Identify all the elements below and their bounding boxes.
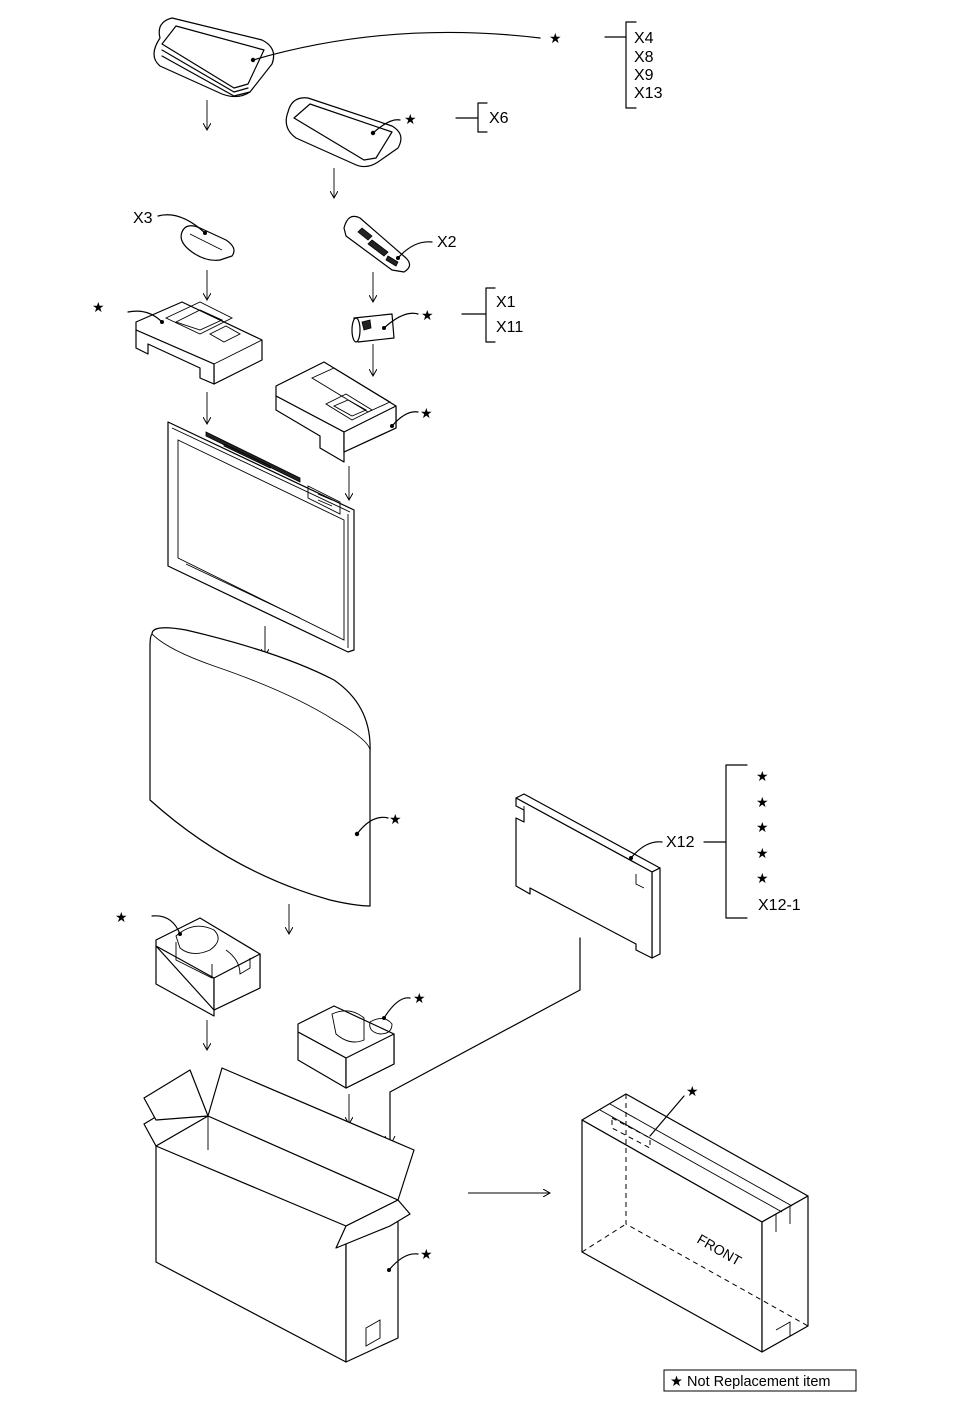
star-marker: ★ <box>420 1246 433 1262</box>
star-marker: ★ <box>404 111 417 127</box>
bottom-cushion-left <box>155 917 261 1017</box>
star-marker: ★ <box>756 870 769 886</box>
part-label: X3 <box>133 210 153 227</box>
pad-board-x12 <box>515 793 661 959</box>
part-label: X11 <box>496 319 523 336</box>
star-marker: ★ <box>756 794 769 810</box>
bottom-cushion-right <box>297 1005 395 1089</box>
protective-bag <box>149 627 371 907</box>
open-carton <box>143 1067 415 1363</box>
star-marker: ★ <box>756 819 769 835</box>
star-marker: ★ <box>549 30 562 46</box>
star-marker: ★ <box>92 299 105 315</box>
part-label: X13 <box>634 85 663 102</box>
part-label: X1 <box>496 294 516 311</box>
bagged-book <box>285 97 402 168</box>
star-marker: ★ <box>421 307 434 323</box>
manual-bag-stack <box>153 17 275 98</box>
top-cushion-left <box>135 301 263 385</box>
star-marker: ★ <box>115 909 128 925</box>
remote-control-x2 <box>343 215 411 273</box>
small-accessory-x3 <box>180 225 235 261</box>
legend-box: ★ Not Replacement item <box>663 1369 857 1392</box>
part-label: X9 <box>634 67 654 84</box>
star-marker: ★ <box>756 845 769 861</box>
small-parts-bag <box>351 313 395 343</box>
top-cushion-right <box>275 361 397 463</box>
part-label: X12-1 <box>758 897 801 914</box>
display-panel <box>167 421 355 653</box>
star-marker: ★ <box>756 768 769 784</box>
star-marker: ★ <box>413 990 426 1006</box>
part-label: X2 <box>437 234 457 251</box>
part-label: X8 <box>634 49 654 66</box>
star-marker: ★ <box>420 405 433 421</box>
part-label: X12 <box>666 834 695 851</box>
star-marker: ★ <box>686 1083 699 1099</box>
part-label: X4 <box>634 30 654 47</box>
star-marker: ★ <box>389 811 402 827</box>
part-label: X6 <box>489 110 509 127</box>
packed-carton: FRONT <box>581 1093 809 1353</box>
legend-text: ★ Not Replacement item <box>670 1374 830 1390</box>
